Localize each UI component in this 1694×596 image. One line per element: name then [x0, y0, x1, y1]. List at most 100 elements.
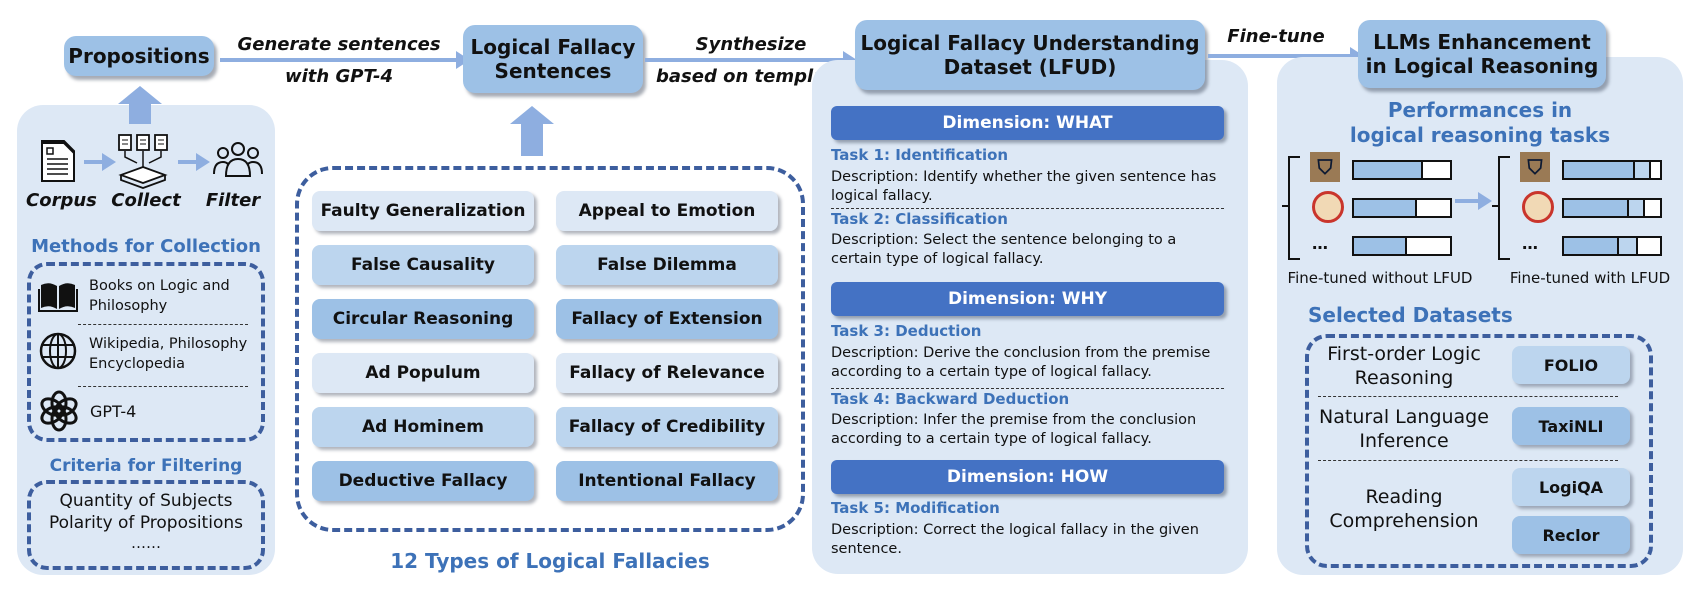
- sentences-label-2: Sentences: [494, 59, 612, 83]
- dataset-chip-folio: FOLIO: [1512, 346, 1630, 384]
- caption-with: Fine-tuned with LFUD: [1509, 269, 1671, 287]
- task-desc: Description: Identify whether the given …: [831, 169, 1217, 204]
- bar-fill-base: [1564, 238, 1619, 254]
- edge-generate-label-1: Generate sentences: [237, 34, 441, 55]
- edge-synthesize-label-1: Synthesize: [695, 34, 807, 55]
- dimension-why-bar: Dimension: WHY: [831, 282, 1224, 316]
- brace-icon: [1282, 205, 1288, 207]
- caption-without: Fine-tuned without LFUD: [1287, 269, 1473, 287]
- fallacy-chip: Fallacy of Credibility: [556, 407, 778, 447]
- group-name-line: Reasoning: [1354, 367, 1454, 389]
- dataset-label-2: Dataset (LFUD): [943, 55, 1117, 79]
- criteria-item: Polarity of Propositions: [49, 513, 243, 533]
- llm-node: LLMs Enhancement in Logical Reasoning: [1358, 20, 1606, 88]
- task-desc: Description: Select the sentence belongi…: [831, 232, 1177, 267]
- perf-title-1: Performances in: [1387, 98, 1573, 122]
- llama-icon: [1312, 191, 1344, 223]
- task-title: Task 2: Classification: [831, 210, 1008, 228]
- task-desc: Description: Correct the logical fallacy…: [831, 522, 1199, 557]
- llm-label-1: LLMs Enhancement: [1373, 30, 1591, 54]
- globe-icon: [39, 332, 77, 370]
- fallacy-chip: False Dilemma: [556, 245, 778, 285]
- group-name: First-order Logic Reasoning: [1314, 342, 1494, 390]
- ellipsis-icon: …: [1522, 234, 1538, 253]
- sentences-label-1: Logical Fallacy: [470, 35, 636, 59]
- collect-icon: [118, 134, 168, 189]
- group-name: Natural Language Inference: [1314, 405, 1494, 453]
- bar-fill-gain: [1618, 238, 1639, 254]
- criteria-box: [27, 480, 265, 570]
- model-icon: ⛉: [1310, 152, 1340, 182]
- criteria-item: Quantity of Subjects: [59, 491, 233, 511]
- performance-bar: [1352, 198, 1452, 218]
- method-books-line1: Books on Logic and: [89, 278, 230, 294]
- group-name-line: Reading: [1365, 486, 1443, 508]
- method-wiki-line2: Encyclopedia: [89, 356, 186, 372]
- up-arrow-icon: [510, 106, 554, 156]
- fallacy-chip: Ad Hominem: [312, 407, 534, 447]
- propositions-node: Propositions: [64, 36, 214, 76]
- dataset-chip-reclor: Reclor: [1512, 516, 1630, 554]
- collection-panel: [17, 105, 275, 575]
- fallacy-chip: Circular Reasoning: [312, 299, 534, 339]
- group-name: Reading Comprehension: [1314, 485, 1494, 533]
- task-desc: Description: Infer the premise from the …: [831, 412, 1197, 447]
- step-label-collect: Collect: [111, 190, 181, 211]
- fallacy-chip: Intentional Fallacy: [556, 461, 778, 501]
- fallacy-chip: Fallacy of Extension: [556, 299, 778, 339]
- method-gpt4: GPT-4: [90, 402, 137, 421]
- bar-fill-gain: [1635, 162, 1651, 178]
- fallacy-chip: Appeal to Emotion: [556, 191, 778, 231]
- edge-synthesize-label-2: based on templates: [656, 66, 857, 87]
- criteria-item: ……: [131, 534, 161, 552]
- datasets-box: [1305, 334, 1653, 568]
- people-icon: [213, 142, 263, 177]
- fallacy-title: 12 Types of Logical Fallacies: [390, 549, 710, 573]
- propositions-label: Propositions: [68, 44, 210, 68]
- sentences-node: Logical Fallacy Sentences: [463, 25, 643, 93]
- datasets-title: Selected Datasets: [1308, 303, 1513, 327]
- dataset-chip-taxinli: TaxiNLI: [1512, 407, 1630, 445]
- fallacy-chip: False Causality: [312, 245, 534, 285]
- openai-icon: [40, 390, 78, 432]
- task-title: Task 5: Modification: [831, 499, 1000, 517]
- dimension-what-bar: Dimension: WHAT: [831, 106, 1224, 140]
- perf-title-2: logical reasoning tasks: [1349, 123, 1611, 147]
- brace-icon: [1492, 205, 1498, 207]
- edge-generate-label-2: with GPT-4: [284, 66, 394, 87]
- fallacy-chip: Deductive Fallacy: [312, 461, 534, 501]
- edge-finetune-label: Fine-tune: [1227, 26, 1325, 47]
- model-icon: ⛉: [1520, 152, 1550, 182]
- dataset-label-1: Logical Fallacy Understanding: [860, 31, 1200, 55]
- methods-box: [27, 262, 265, 442]
- performance-bar: [1352, 236, 1452, 256]
- llm-label-2: in Logical Reasoning: [1365, 54, 1599, 78]
- ellipsis-icon: …: [1312, 234, 1328, 253]
- bar-fill-base: [1564, 162, 1636, 178]
- performance-bar: [1352, 160, 1452, 180]
- brace-icon: [1498, 156, 1510, 260]
- up-arrow-icon: [118, 86, 162, 124]
- performance-bar: [1562, 160, 1662, 180]
- group-name-line: First-order Logic: [1327, 343, 1481, 365]
- bar-fill: [1354, 200, 1418, 216]
- performance-bar: [1562, 198, 1662, 218]
- group-name-line: Comprehension: [1329, 510, 1479, 532]
- arrow-icon: [1478, 192, 1492, 210]
- task-title: Task 3: Deduction: [831, 322, 982, 340]
- bar-fill-gain: [1629, 200, 1645, 216]
- brace-icon: [1288, 156, 1300, 260]
- task-title: Task 4: Backward Deduction: [831, 390, 1070, 408]
- document-icon: [41, 140, 75, 182]
- bar-fill: [1354, 238, 1407, 254]
- bar-fill: [1354, 162, 1424, 178]
- fallacy-box: [295, 166, 805, 532]
- dataset-chip-logiqa: LogiQA: [1512, 468, 1630, 506]
- book-icon: [38, 283, 78, 312]
- arrow-icon: [1455, 199, 1481, 203]
- dataset-node: Logical Fallacy Understanding Dataset (L…: [855, 20, 1205, 90]
- criteria-title: Criteria for Filtering: [49, 456, 243, 476]
- performance-bar: [1562, 236, 1662, 256]
- methods-title: Methods for Collection: [31, 236, 261, 257]
- fallacy-chip: Faulty Generalization: [312, 191, 534, 231]
